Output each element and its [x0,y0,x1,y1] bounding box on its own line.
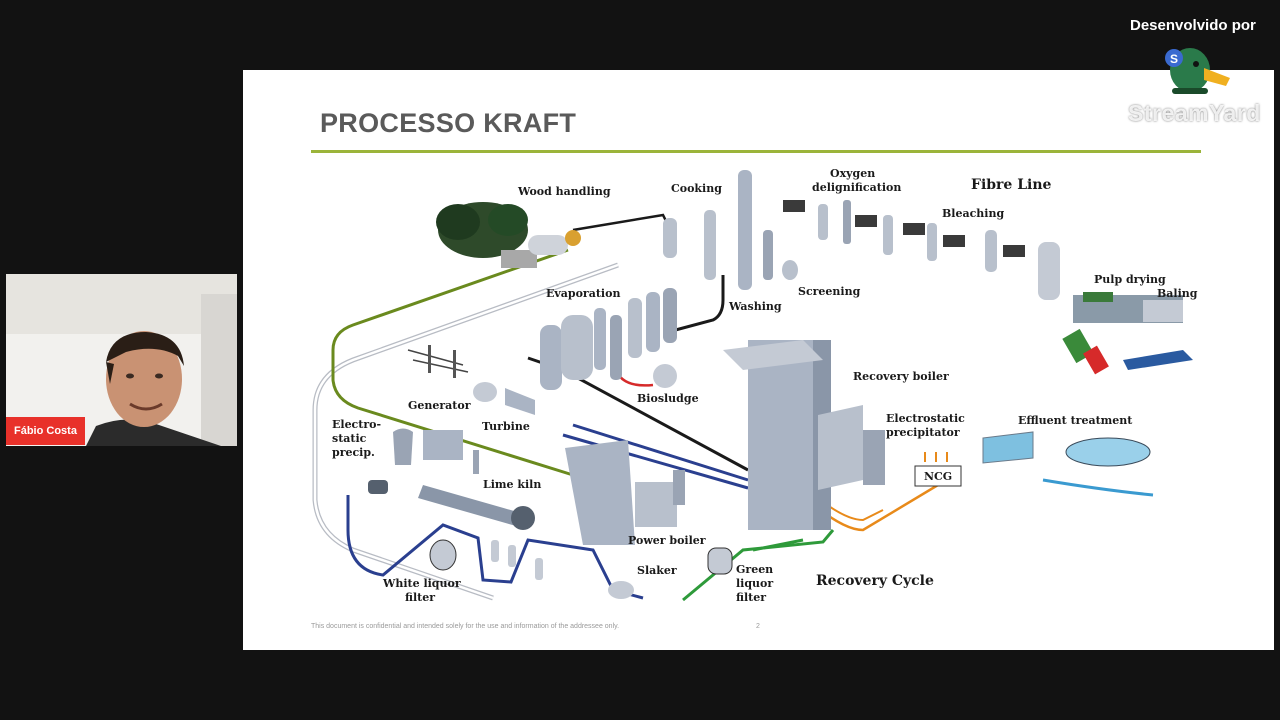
ncg-box [914,452,962,487]
label-pulp-drying: Pulp drying [1094,273,1166,286]
green-line-upper [331,248,574,477]
label-effluent-treatment: Effluent treatment [1018,414,1133,427]
wood-handling-forest [436,202,581,268]
label-slaker: Slaker [637,564,677,577]
title-divider [311,150,1201,153]
label-ncg: NCG [924,470,952,483]
label-esp-1: Electrostatic [886,412,965,425]
label-cooking: Cooking [671,182,722,195]
label-turbine: Turbine [482,420,530,433]
navy-line-recovery [346,495,644,600]
effluent-treatment [982,431,1154,497]
label-green-liquor-2: liquor [736,577,773,590]
streamyard-wordmark: StreamYard [1128,100,1261,126]
evaporation-plant [540,288,677,390]
electrostatic-precip-left [393,428,479,474]
label-lime-kiln: Lime kiln [483,478,541,491]
label-electro-3: precip. [332,446,375,459]
power-boiler [565,440,685,545]
generator-turbine [407,345,535,415]
green-line-lower [682,529,835,602]
label-bleaching: Bleaching [942,207,1004,220]
slide-page-number: 2 [756,623,760,630]
label-baling: Baling [1157,287,1198,300]
label-green-liquor-3: filter [736,591,766,604]
label-electro-1: Electro- [332,418,381,431]
navy-line-turbine [572,423,749,482]
white-liquor-filter [429,539,543,580]
kraft-process-diagram: Wood handling Cooking Oxygen delignifica… [312,167,1198,604]
label-fibre-line: Fibre Line [971,177,1052,193]
label-recovery-boiler: Recovery boiler [853,370,949,383]
label-screening: Screening [798,285,861,298]
svg-text:S: S [1170,52,1178,66]
label-generator: Generator [408,399,471,412]
label-wood-handling: Wood handling [517,185,611,198]
label-evaporation: Evaporation [546,287,620,300]
slide-title: PROCESSO KRAFT [320,108,577,138]
label-green-liquor-1: Green [736,563,773,576]
presentation-slide: PROCESSO KRAFT [243,70,1274,650]
label-power-boiler: Power boiler [628,534,706,547]
pulp-drying-machine [1062,292,1193,375]
streamyard-duck-icon: S [1165,48,1230,94]
label-white-liquor-2: filter [405,591,435,604]
slaker [608,581,634,599]
label-oxygen-2: delignification [812,181,901,194]
green-liquor-filter [707,547,733,575]
label-white-liquor-1: White liquor [382,577,461,590]
bleaching-line [783,200,1060,300]
cooking-digester [663,170,798,290]
black-line-evap [667,275,725,334]
slide-footer-note: This document is confidential and intend… [311,623,620,630]
participant-avatar [6,274,237,446]
recovery-boiler [723,340,885,530]
label-esp-2: precipitator [886,426,960,439]
label-electro-2: static [332,432,367,445]
developed-by-label: Desenvolvido por [1130,17,1256,34]
participant-name-tag: Fábio Costa [6,417,85,445]
label-oxygen-1: Oxygen [830,167,875,180]
black-line-cooking [572,213,670,232]
label-washing: Washing [728,300,782,313]
label-recovery-cycle: Recovery Cycle [816,573,934,589]
lime-kiln [368,480,535,530]
label-biosludge: Biosludge [637,392,699,405]
